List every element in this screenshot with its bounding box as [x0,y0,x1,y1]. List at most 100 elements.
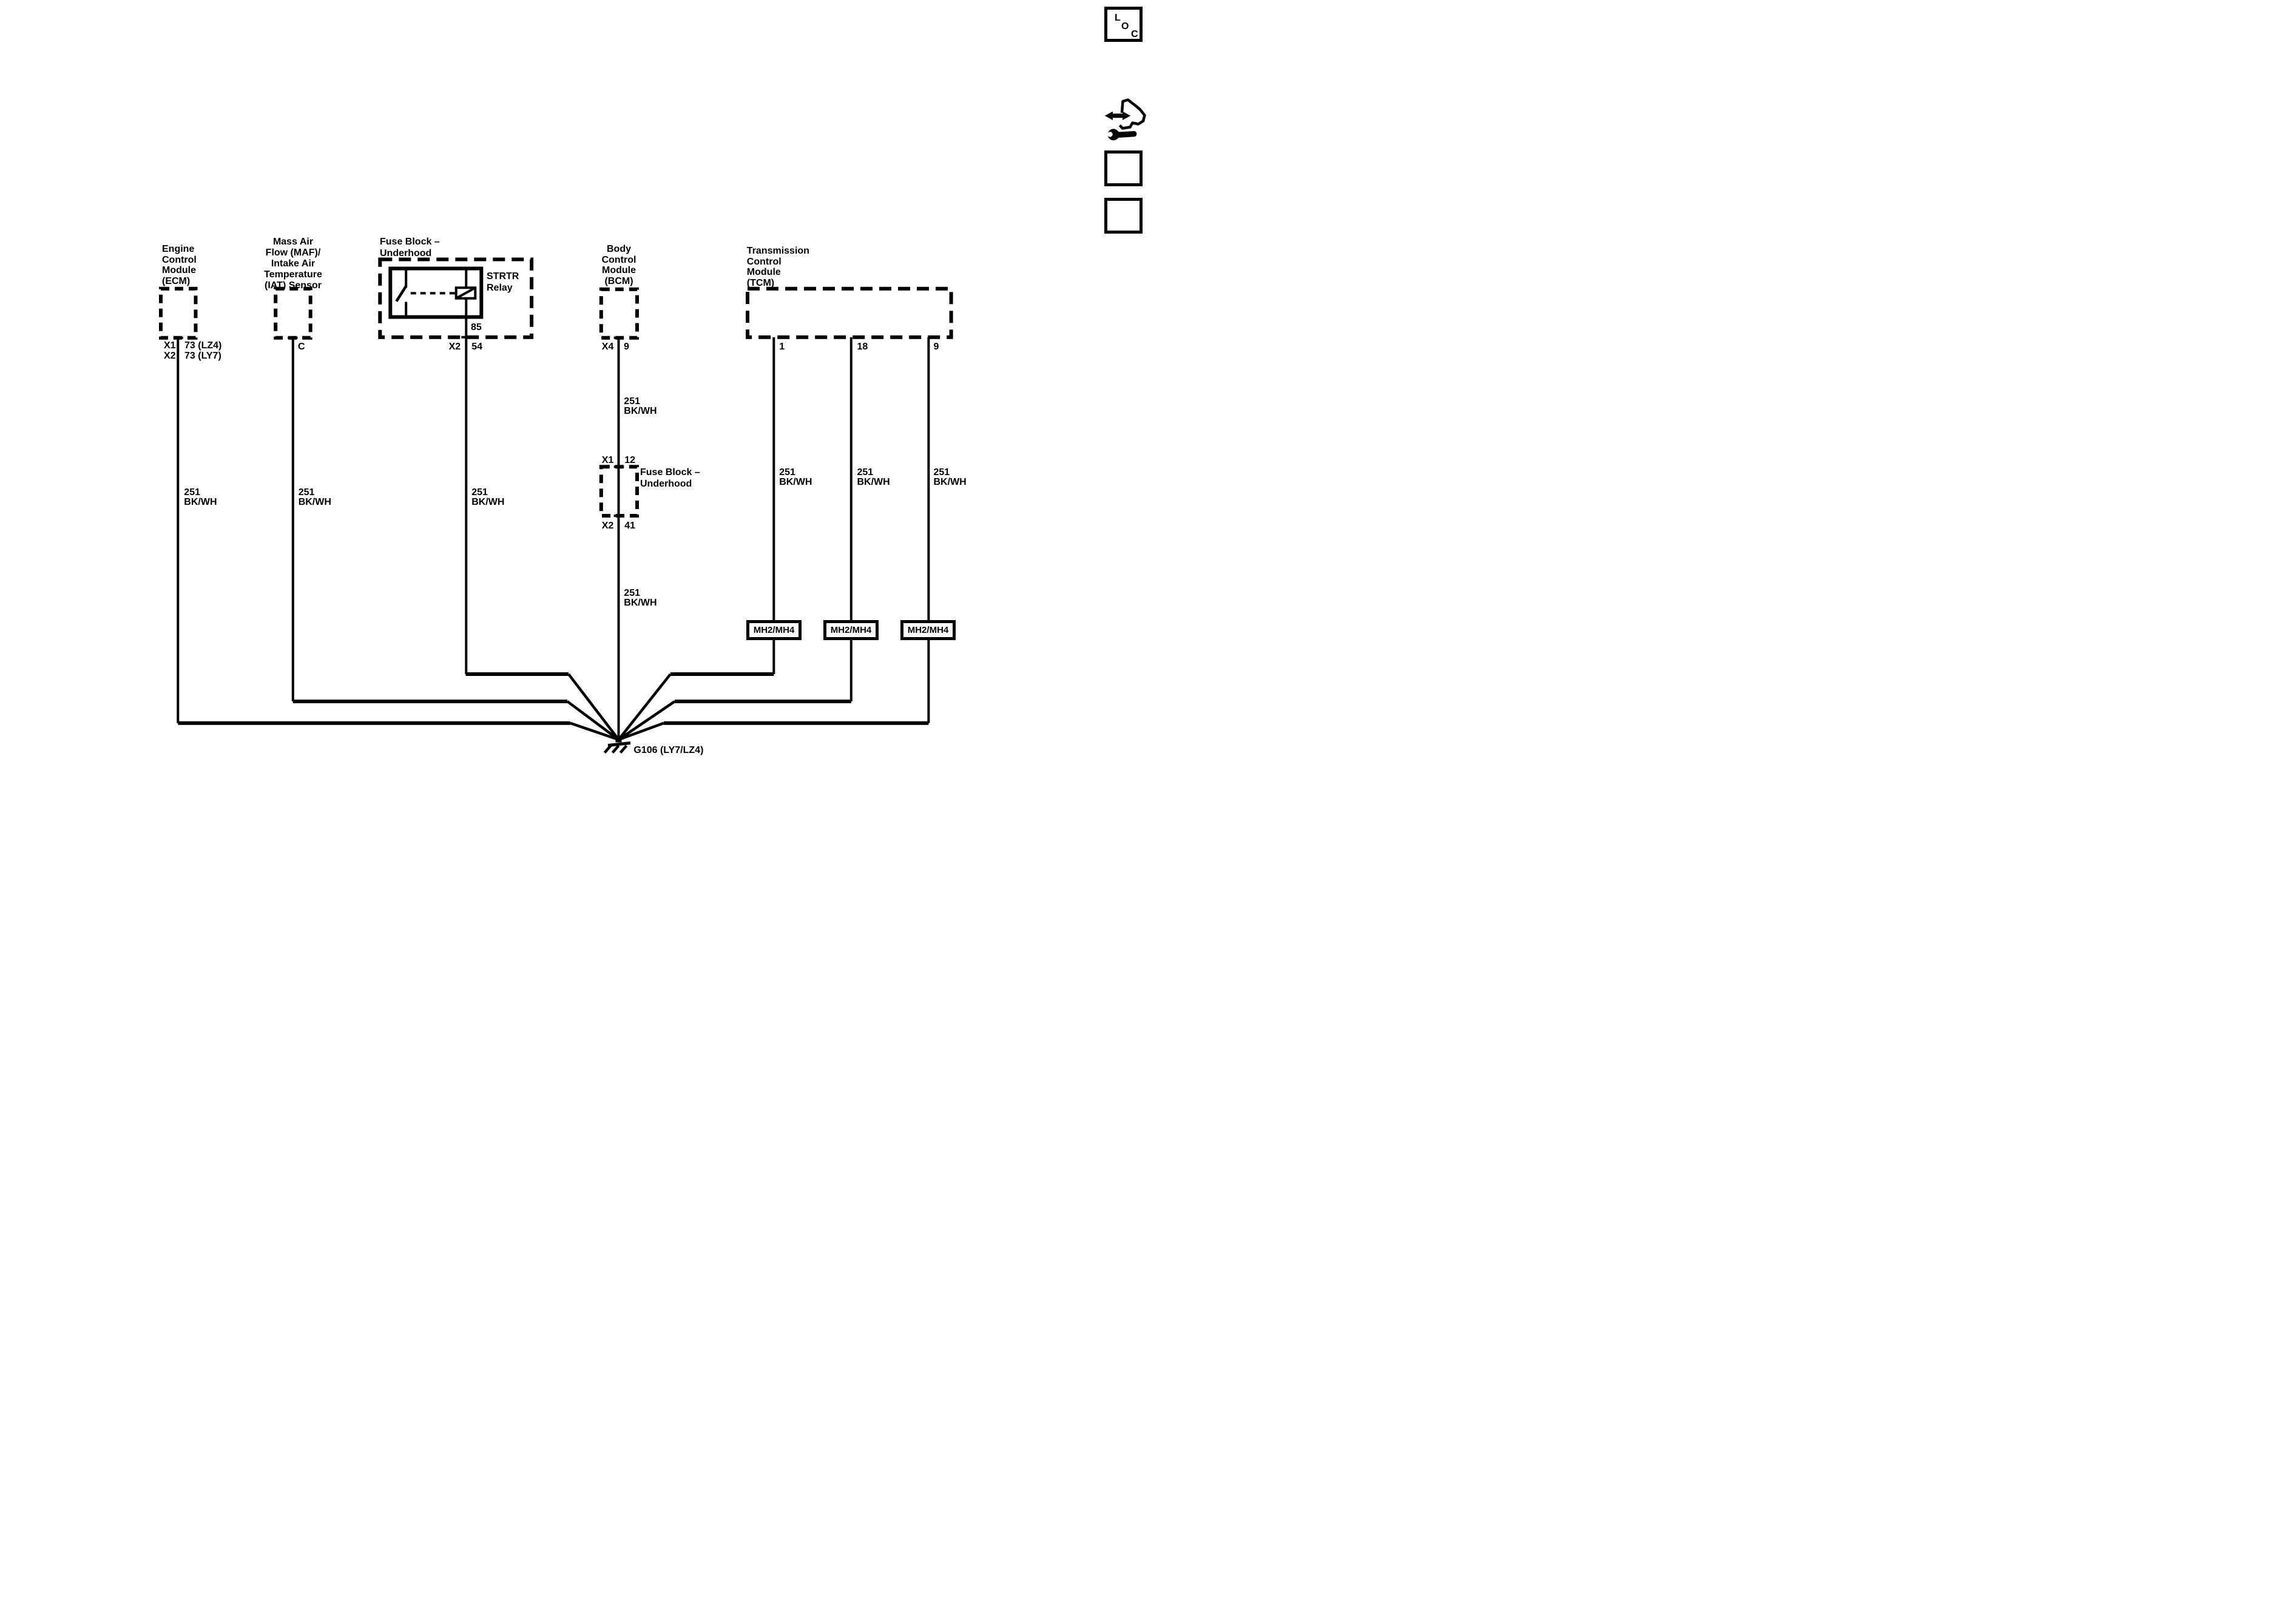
ground-hatch-2 [611,744,620,754]
ecm-pin-2: 73 (LY7) [184,351,221,361]
harness-tag-3: MH2/MH4 [900,620,956,640]
maf-pin: C [298,342,305,352]
harness-tag-2: MH2/MH4 [823,620,879,640]
diagonal-left-2 [566,700,620,741]
module-dashed-boxes [159,257,953,518]
circuit-number: 251 [298,487,315,498]
fuse-block-relay-title-line: Underhood [380,248,432,258]
bcm-wire-label-lower: 251 BK/WH [624,589,657,608]
fuse-block-relay-title-line: Fuse Block – [380,237,440,247]
diagonal-left-1 [567,673,620,741]
diagonal-right-3 [618,721,664,741]
maf-title-line: Intake Air [271,258,316,269]
wire-color: BK/WH [624,598,657,608]
ground-splice-dot [615,737,622,743]
relay-wire-label: 251 BK/WH [471,488,504,507]
tcm-pin-2: 18 [857,341,868,352]
double-arrow-left-head [1104,111,1113,120]
maf-title-line: Flow (MAF)/ [265,248,321,258]
wrench-handle [1119,131,1137,138]
ground-symbol [603,737,631,754]
ecm-title-line: Engine [162,244,195,254]
diagonal-left-3 [569,721,620,741]
relay-coil-pin: 85 [471,322,482,333]
diagonal-right-2 [618,700,676,741]
loc-letter-l: L [1115,13,1121,23]
ecm-title: Engine Control Module (ECM) [162,244,197,286]
ground-bus-rails [178,672,929,725]
loc-letter-o: O [1121,21,1129,32]
bcm-title-line: Body [607,244,631,254]
tcm-pin-3: 9 [933,341,939,352]
next-page-button[interactable] [1104,150,1143,186]
fuse-block-pass-title: Fuse Block – Underhood [640,467,700,490]
tcm-wire-label-3: 251 BK/WH [934,468,967,487]
fuse-pass-connector-out: X2 [601,520,614,531]
ecm-title-line: Module [162,265,196,275]
tcm-title-line: (TCM) [746,277,775,288]
tcm-pin-1: 1 [779,341,785,352]
wire-color: BK/WH [779,477,812,487]
repair-instructions-icon[interactable] [1104,98,1146,141]
ecm-connector-1: X1 [164,340,176,351]
strtr-relay-label: STRTR Relay [487,271,519,294]
fuse-pass-pin-in: 12 [624,455,635,465]
harness-tag-1: MH2/MH4 [746,620,802,640]
wire-color: BK/WH [857,477,890,487]
loc-button[interactable]: L O C [1104,7,1143,42]
ground-hatch-3 [619,744,628,754]
wrench-head [1107,129,1120,141]
ground-splice-diagonals [566,673,676,741]
maf-dashed-box [274,286,312,340]
bcm-title-line: (BCM) [604,275,633,286]
ecm-pin-1: 73 (LZ4) [184,340,222,351]
relay-coil-diagonal [455,286,476,300]
maf-title-line: Mass Air [272,237,314,247]
wire-color: BK/WH [184,497,217,507]
bcm-title-line: Module [602,265,636,275]
relay-outline-box [388,266,484,319]
tcm-title-line: Transmission [746,246,809,256]
tcm-title-line: Module [746,267,781,277]
ground-wires [177,298,930,740]
circuit-number: 251 [624,588,640,598]
diagram-artwork [159,98,1146,754]
ground-hatch-1 [603,744,612,754]
bcm-wire-label-upper: 251 BK/WH [624,397,657,416]
tcm-title: Transmission Control Module (TCM) [747,246,809,288]
double-arrow-right-head [1123,111,1131,120]
prev-page-button[interactable] [1104,197,1143,234]
ecm-wire-label: 251 BK/WH [184,488,217,507]
diagonal-right-1 [617,673,672,741]
ecm-connector-2: X2 [164,351,176,361]
circuit-number: 251 [184,487,200,498]
wire-color: BK/WH [471,497,505,507]
bcm-dashed-box [599,287,639,340]
bcm-connector: X4 [601,342,614,352]
fuse-pass-connector-in: X1 [601,455,614,465]
strtr-relay-label-line: STRTR [487,271,519,282]
wiring-diagram-page: L O C Engine Control Module (ECM) Mass A… [0,0,1148,809]
maf-title-line: Temperature [264,269,322,280]
loc-letter-c: C [1131,29,1138,39]
strtr-relay-symbol [388,266,484,319]
wire-color: BK/WH [298,497,331,507]
ecm-title-line: (ECM) [162,275,191,286]
relay-connector: X2 [448,342,461,352]
maf-wire-label: 251 BK/WH [299,488,331,507]
ground-bar [607,741,631,747]
circuit-number: 251 [624,396,640,407]
circuit-number: 251 [857,467,874,478]
wrench-jaw-notch [1107,132,1113,137]
bcm-pin: 9 [624,342,629,352]
strtr-relay-label-line: Relay [487,283,513,293]
circuit-number: 251 [471,487,488,498]
fuse-block-relay-title: Fuse Block – Underhood [380,236,440,259]
tcm-dashed-box [746,286,953,339]
fuse-pass-pin-out: 41 [624,520,635,531]
bcm-title: Body Control Module (BCM) [585,244,653,286]
tcm-title-line: Control [746,256,782,267]
ecm-title-line: Control [162,254,197,265]
fuse-block-pass-title-line: Fuse Block – [640,467,700,478]
ecm-dashed-box [159,286,198,340]
